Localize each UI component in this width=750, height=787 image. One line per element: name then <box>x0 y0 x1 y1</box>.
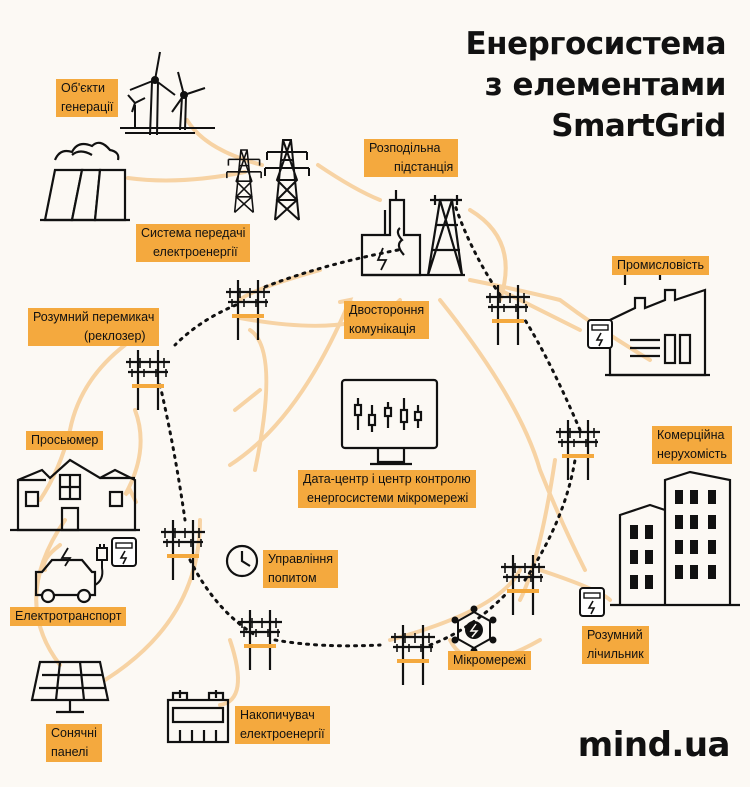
monitor-icon <box>340 378 439 466</box>
label-line: електроенергії <box>153 245 238 259</box>
label-industry: Промисловість <box>612 256 710 275</box>
label-line: Сонячні <box>51 726 97 740</box>
label-line: Просьюмер <box>31 433 99 447</box>
label-demand-management: Управління попитом <box>263 550 339 588</box>
label-line: лічильник <box>587 647 644 661</box>
label-recloser: Розумний перемикач (реклозер) <box>28 308 160 346</box>
label-line: Розподільна <box>369 141 441 155</box>
label-line: Мікромережі <box>453 653 527 667</box>
ev-meter-icon <box>111 537 137 567</box>
label-line: Об'єкти <box>61 81 105 95</box>
label-line: Промисловість <box>617 258 705 272</box>
solar-panel-icon <box>30 660 110 714</box>
title-line-1: Енергосистема <box>465 26 726 62</box>
label-ev: Електротранспорт <box>10 607 127 626</box>
label-commercial: Комерційна нерухомість <box>652 426 732 464</box>
factory-meter-icon <box>587 319 613 349</box>
power-plant-icon <box>40 141 130 222</box>
label-line: панелі <box>51 745 89 759</box>
label-transmission: Система передачі електроенергії <box>136 224 251 262</box>
label-line: комунікація <box>349 322 416 336</box>
substation-icon <box>360 190 465 277</box>
transmission-tower-icon <box>226 139 310 221</box>
label-line: Розумний <box>587 628 643 642</box>
label-line: нерухомість <box>657 447 727 461</box>
logo: mind.ua <box>577 725 731 765</box>
microgrid-ring <box>158 203 582 648</box>
label-line: попитом <box>268 571 317 585</box>
label-line: Розумний перемикач <box>33 310 155 324</box>
factory-icon <box>605 263 710 377</box>
label-prosumer: Просьюмер <box>26 431 104 450</box>
wind-turbine-icon <box>120 51 215 136</box>
label-line: Система передачі <box>141 226 246 240</box>
label-line: Дата-центр і центр контролю <box>303 472 471 486</box>
label-substation: Розподільна підстанція <box>364 139 459 177</box>
label-storage: Накопичувач електроенергії <box>235 706 330 744</box>
label-line: Двостороння <box>349 303 425 317</box>
microgrid-icon <box>451 605 497 655</box>
label-datacenter: Дата-центр і центр контролю енергосистем… <box>298 470 476 508</box>
clock-icon <box>225 544 259 578</box>
battery-icon <box>166 690 230 744</box>
label-line: Накопичувач <box>240 708 315 722</box>
energy-flow-lines <box>34 118 652 707</box>
label-smart-meter: Розумний лічильник <box>582 626 649 664</box>
electric-car-icon <box>34 547 97 604</box>
office-building-icon <box>610 470 740 607</box>
label-line: Комерційна <box>657 428 725 442</box>
label-line: Електротранспорт <box>15 609 122 623</box>
ev-charger-icon <box>94 544 108 586</box>
house-icon <box>10 458 140 532</box>
page-title: Енергосистема з елементами SmartGrid <box>465 24 726 147</box>
label-line: Управління <box>268 552 334 566</box>
label-two-way-communication: Двостороння комунікація <box>344 301 430 339</box>
commercial-meter-icon <box>579 587 605 617</box>
label-line: енергосистеми мікромережі <box>307 491 469 505</box>
title-line-3: SmartGrid <box>551 108 726 144</box>
label-generation: Об'єкти генерації <box>56 79 119 117</box>
label-solar: Сонячні панелі <box>46 724 102 762</box>
label-line: (реклозер) <box>84 329 146 343</box>
title-line-2: з елементами <box>484 67 727 103</box>
label-line: електроенергії <box>240 727 325 741</box>
label-line: генерації <box>61 100 114 114</box>
label-microgrid: Мікромережі <box>448 651 532 670</box>
label-line: підстанція <box>394 160 454 174</box>
